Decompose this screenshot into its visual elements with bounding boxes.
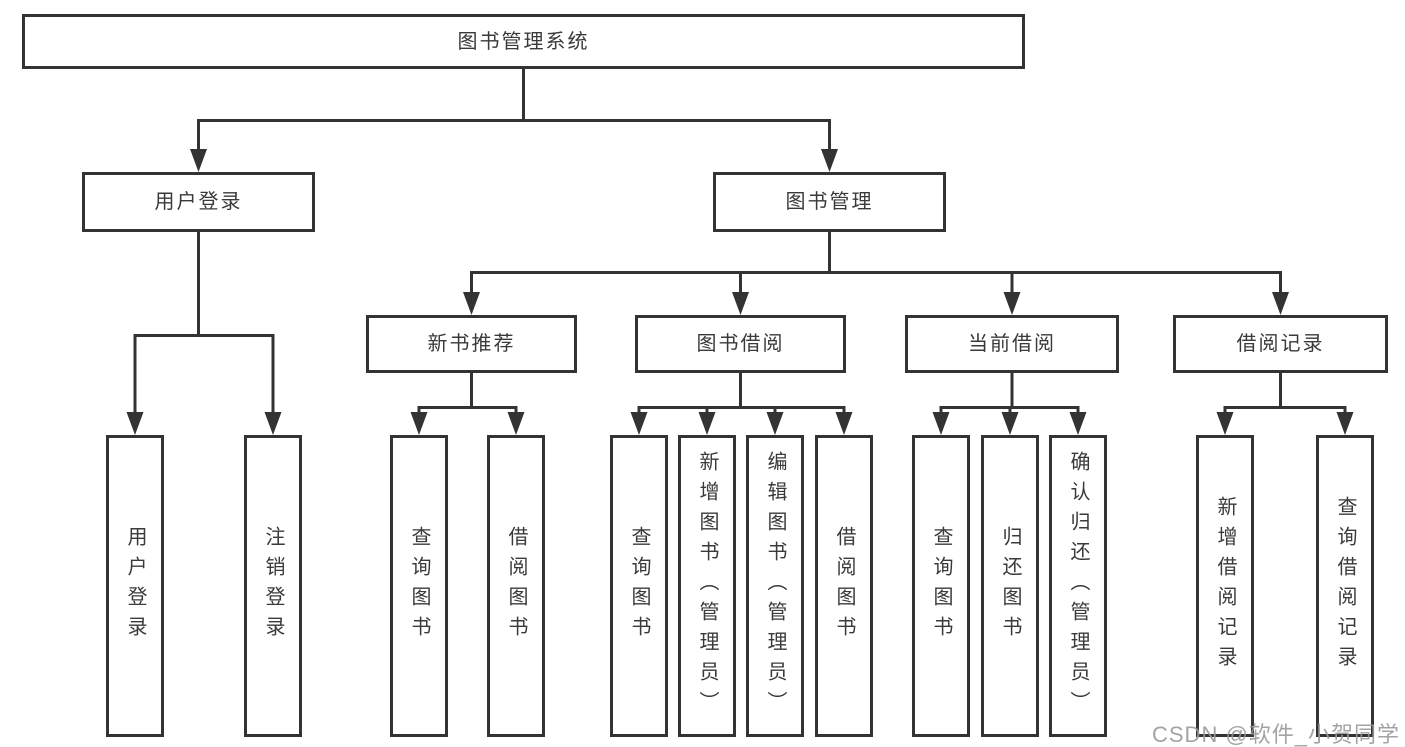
node-label: 查询图书 xyxy=(408,526,430,646)
node-book-management: 图书管理 xyxy=(713,172,946,232)
node-label: 借阅图书 xyxy=(833,526,855,646)
leaf-logout: 注销登录 xyxy=(244,435,302,737)
node-label: 图书管理 xyxy=(785,191,874,213)
leaf-add-borrow-record: 新增借阅记录 xyxy=(1196,435,1254,737)
leaf-borrow-books-2: 借阅图书 xyxy=(815,435,873,737)
node-library-management-system: 图书管理系统 xyxy=(22,14,1025,69)
node-label: 当前借阅 xyxy=(968,333,1056,355)
node-new-book-recommendation: 新书推荐 xyxy=(366,315,577,373)
leaf-query-borrow-record: 查询借阅记录 xyxy=(1316,435,1374,737)
node-label: 归还图书 xyxy=(999,526,1021,646)
leaf-add-books-admin: 新增图书（管理员） xyxy=(678,435,736,737)
leaf-query-books-1: 查询图书 xyxy=(390,435,448,737)
node-borrowing-records: 借阅记录 xyxy=(1173,315,1388,373)
node-label: 用户登录 xyxy=(124,526,146,646)
csdn-watermark: CSDN @软件_小贺同学 xyxy=(1152,722,1401,747)
leaf-query-books-2: 查询图书 xyxy=(610,435,668,737)
node-label: 注销登录 xyxy=(262,526,284,646)
node-label: 图书管理系统 xyxy=(457,30,590,53)
node-label: 查询借阅记录 xyxy=(1334,496,1356,676)
node-label: 编辑图书（管理员） xyxy=(764,451,786,721)
node-user-login-branch: 用户登录 xyxy=(82,172,315,232)
leaf-user-login: 用户登录 xyxy=(106,435,164,737)
node-book-borrowing: 图书借阅 xyxy=(635,315,846,373)
node-label: 图书借阅 xyxy=(696,333,785,355)
node-label: 查询图书 xyxy=(930,526,952,646)
node-label: 新增借阅记录 xyxy=(1214,496,1236,676)
leaf-edit-books-admin: 编辑图书（管理员） xyxy=(746,435,804,737)
node-label: 新增图书（管理员） xyxy=(696,451,718,721)
node-label: 查询图书 xyxy=(628,526,650,646)
node-label: 新书推荐 xyxy=(427,333,516,355)
node-label: 用户登录 xyxy=(154,191,243,213)
node-current-borrowing: 当前借阅 xyxy=(905,315,1119,373)
node-label: 借阅记录 xyxy=(1236,333,1325,355)
node-label: 确认归还（管理员） xyxy=(1067,451,1089,721)
node-label: 借阅图书 xyxy=(505,526,527,646)
leaf-confirm-return-admin: 确认归还（管理员） xyxy=(1049,435,1107,737)
leaf-return-books: 归还图书 xyxy=(981,435,1039,737)
leaf-query-books-3: 查询图书 xyxy=(912,435,970,737)
leaf-borrow-books-1: 借阅图书 xyxy=(487,435,545,737)
